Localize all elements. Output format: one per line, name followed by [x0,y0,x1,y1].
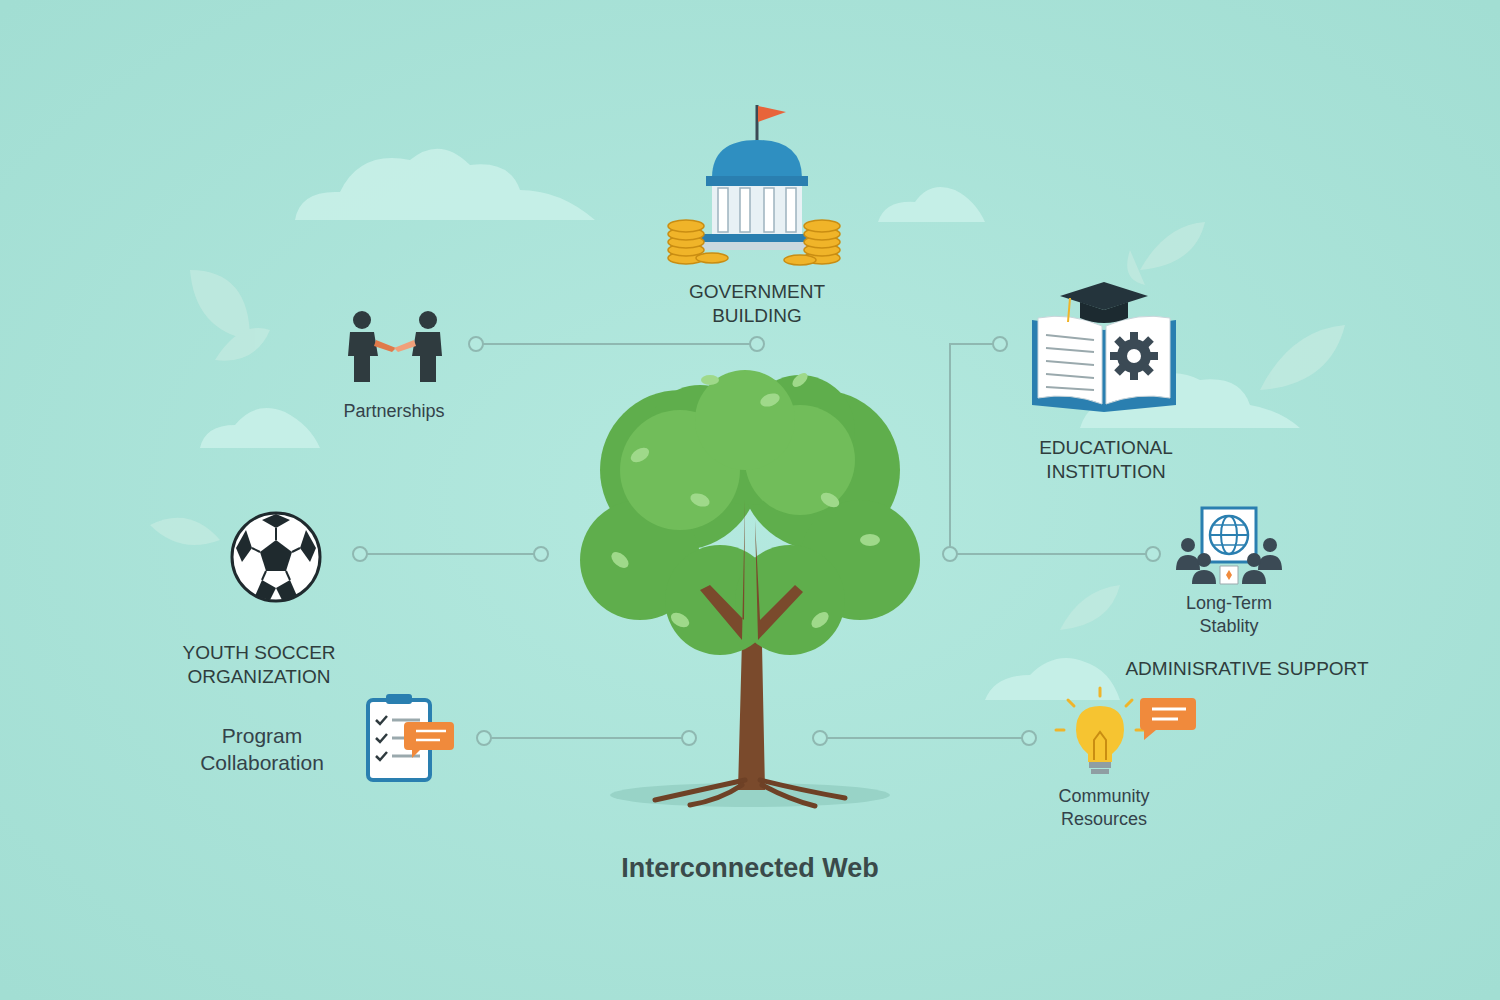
icon-label: GOVERNMENT BUILDING [677,280,837,329]
icon-label: YOUTH SOCCER ORGANIZATION [174,641,344,690]
icon-label: Long-Term Stablity [1172,592,1287,638]
icon-label: ADMINISRATIVE SUPPORT [1087,657,1407,681]
icon-label: Program Collaboration [187,723,337,777]
icon-label: Community Resources [1037,785,1172,831]
diagram-caption: Interconnected Web [500,851,1000,886]
icon-label: EDUCATIONAL INSTITUTION [1019,436,1194,485]
icon-label: Partnerships [294,400,494,423]
